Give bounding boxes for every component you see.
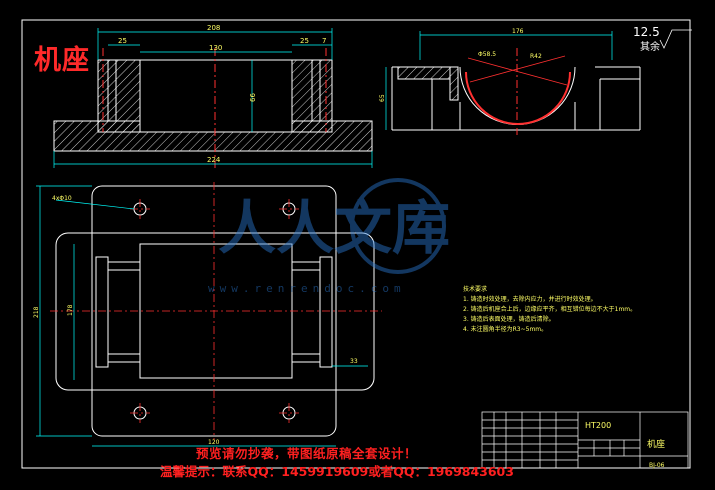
- dim-224: 224: [207, 156, 221, 164]
- side-view: [385, 31, 641, 135]
- dim-120: 120: [208, 439, 220, 446]
- watermark-brand: 人人文库: [218, 194, 450, 262]
- dim-25-left: 25: [118, 37, 127, 45]
- dim-65: 65: [379, 94, 386, 102]
- dim-33: 33: [350, 358, 358, 365]
- title-block-drawing-code: BJ-06: [649, 462, 665, 469]
- title-block: [481, 411, 689, 469]
- technical-notes: 技术要求 1. 铸造时效处理，去除内应力，并进行时效处理。 2. 铸造后机座合上…: [463, 285, 636, 335]
- plan-centerlines: [50, 182, 382, 440]
- dim-66: 66: [249, 93, 257, 102]
- roughness-symbol: [659, 29, 692, 49]
- dim-130: 130: [209, 44, 222, 52]
- dim-r42: R42: [530, 53, 542, 60]
- front-view: [53, 48, 373, 170]
- dim-7: 7: [322, 37, 326, 45]
- dim-218: 218: [33, 306, 40, 318]
- roughness-value: 12.5: [633, 25, 660, 39]
- watermark: 人人文库 www.renrendoc.com: [208, 178, 450, 295]
- watermark-url: www.renrendoc.com: [208, 282, 406, 295]
- note-item: 4. 未注圆角半径为R3~5mm。: [463, 326, 548, 333]
- dim-176: 176: [512, 28, 524, 35]
- title-block-material: HT200: [585, 421, 612, 430]
- dim-phi: Φ58.5: [478, 51, 496, 58]
- front-dimensions: [53, 28, 373, 168]
- drawing-border: [21, 19, 691, 469]
- dim-hole: 4xΦ10: [52, 195, 72, 202]
- dim-25-right: 25: [300, 37, 309, 45]
- roughness-suffix: 其余: [640, 42, 660, 53]
- plan-dimensions: [36, 185, 368, 447]
- note-item: 3. 铸造后表面处理，铸造后清除。: [463, 316, 555, 323]
- title-block-part-name: 机座: [647, 440, 666, 450]
- sheet-title: 机座: [34, 45, 90, 76]
- dim-178: 178: [67, 304, 74, 316]
- notes-heading: 技术要求: [463, 286, 488, 293]
- note-item: 2. 铸造后机座合上后，边缘应平齐，相互错位每边不大于1mm。: [463, 306, 637, 313]
- footer-contact: 温馨提示：联系QQ：1459919609或者QQ：1969843603: [160, 464, 514, 479]
- note-item: 1. 铸造时效处理，去除内应力，并进行时效处理。: [463, 296, 597, 303]
- footer-warning: 预览请勿抄袭，带图纸原稿全套设计！: [196, 446, 418, 461]
- dim-208: 208: [207, 24, 220, 32]
